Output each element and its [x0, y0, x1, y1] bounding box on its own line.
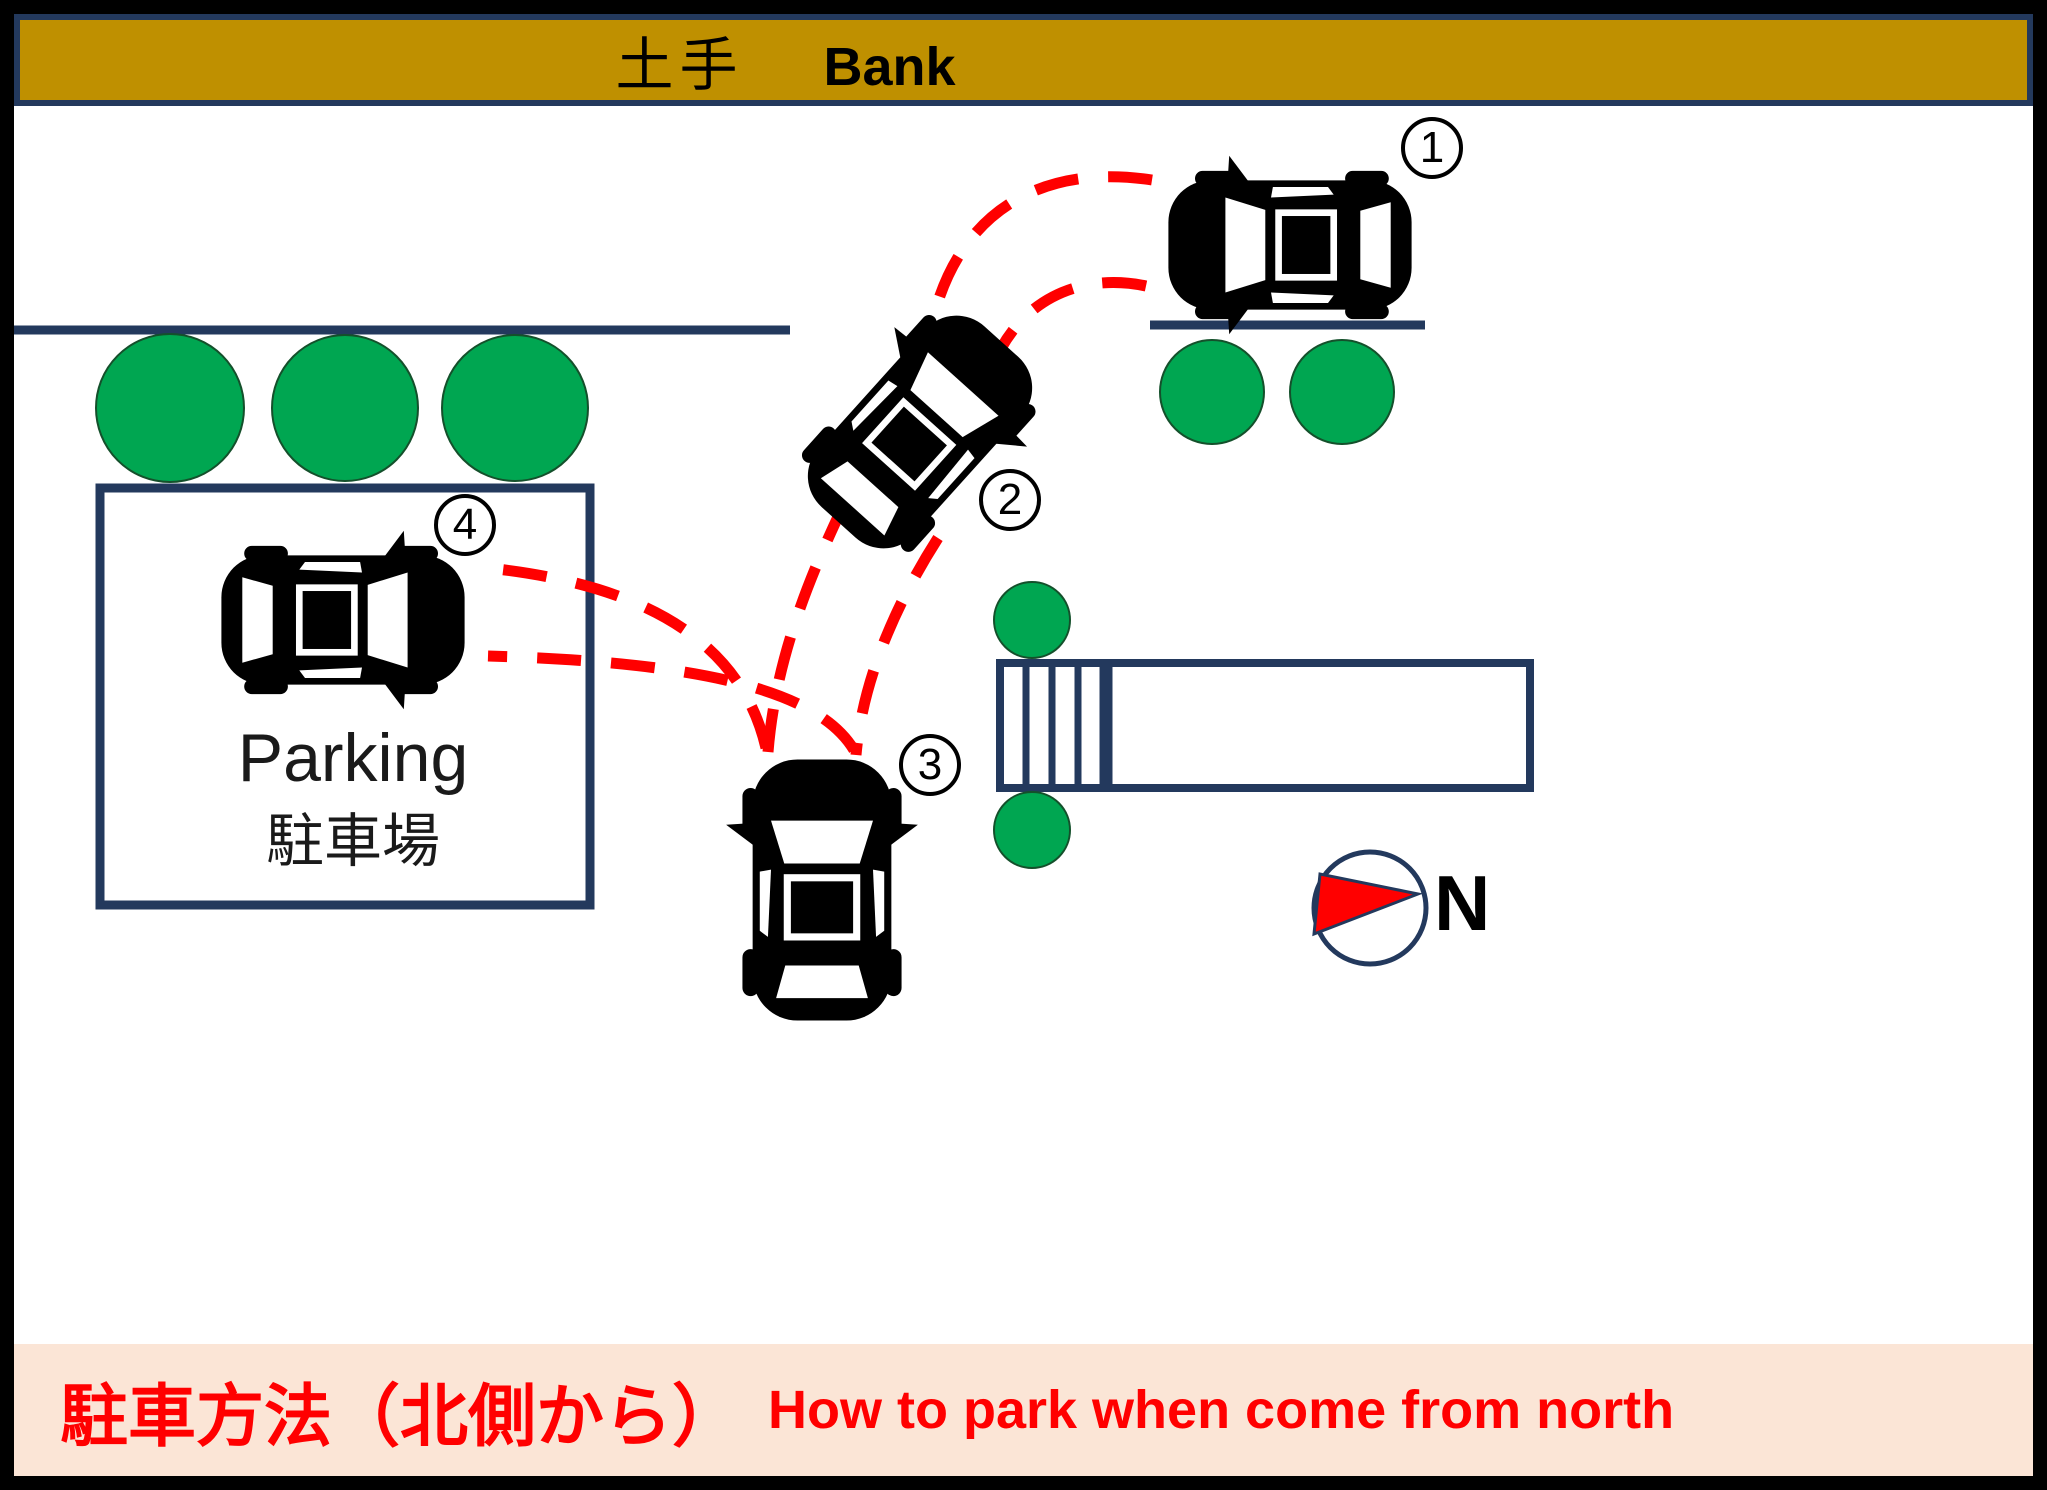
step-number-2: 2 — [997, 475, 1023, 524]
bank-label-en: Bank — [823, 37, 956, 97]
route-1-to-2-outer — [930, 171, 1153, 310]
bank-label-jp: 土手 — [615, 33, 744, 98]
tree-right-2 — [1289, 339, 1395, 445]
step-badge-3: 3 — [899, 734, 961, 796]
parking-label-en: Parking — [237, 720, 469, 796]
car-position-4 — [221, 531, 464, 710]
step-badge-4: 4 — [434, 494, 496, 556]
footer-banner: 駐車方法（北側から） How to park when come from no… — [14, 1344, 2033, 1476]
route-3-to-4-lower — [487, 650, 859, 753]
tree-left-2 — [271, 334, 419, 482]
route-3-to-4-upper — [487, 562, 772, 750]
parking-label-jp: 駐車場 — [265, 809, 440, 874]
bank-title: 土手 Bank — [615, 20, 956, 100]
tree-left-1 — [95, 333, 245, 483]
diagram-area: 1 2 3 4 Parking 駐車場 N — [14, 106, 2033, 1344]
building-outline — [996, 659, 1534, 792]
compass-needle-icon — [1312, 872, 1424, 937]
step-number-1: 1 — [1419, 123, 1445, 172]
bush-top — [993, 581, 1071, 659]
route-2-to-3-left — [762, 497, 851, 753]
north-label: N — [1434, 859, 1491, 947]
diagram-canvas — [14, 106, 1534, 1344]
car-position-2 — [772, 282, 1067, 582]
bush-bottom — [993, 791, 1071, 869]
top-banner: 土手 Bank — [14, 14, 2033, 106]
tree-right-1 — [1159, 339, 1265, 445]
route-2-to-3-right — [850, 535, 943, 756]
car-position-3 — [726, 759, 918, 1020]
footer-label-en: How to park when come from north — [768, 1380, 1675, 1440]
step-badge-1: 1 — [1401, 117, 1463, 179]
step-number-4: 4 — [452, 500, 478, 549]
step-number-3: 3 — [917, 740, 943, 789]
step-badge-2: 2 — [979, 469, 1041, 531]
tree-left-3 — [441, 334, 589, 482]
car-position-1 — [1168, 156, 1411, 335]
parking-label: Parking 駐車場 — [153, 714, 553, 882]
footer-label-jp: 駐車方法（北側から） — [60, 1378, 741, 1455]
